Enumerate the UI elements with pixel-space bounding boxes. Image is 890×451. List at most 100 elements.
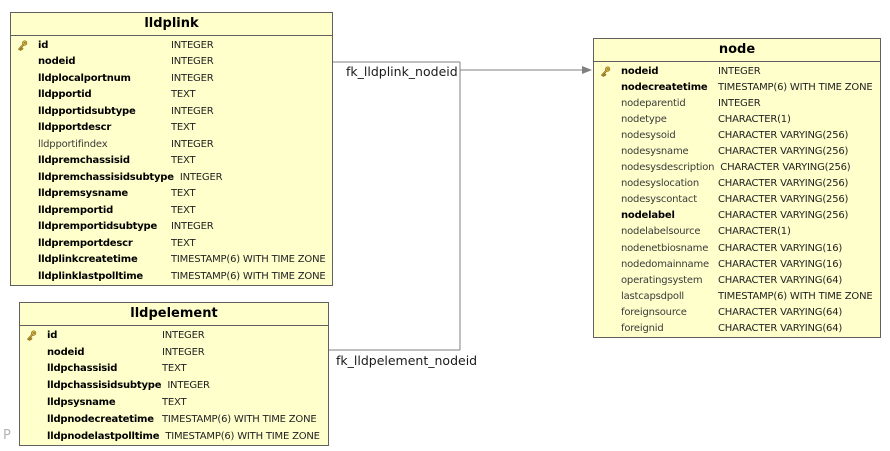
- column-type: CHARACTER VARYING(256): [720, 162, 851, 174]
- column-type: INTEGER: [171, 138, 214, 150]
- column-name: lldpremchassisid: [38, 155, 130, 167]
- column-name: lldpportid: [38, 89, 92, 101]
- column-row: lldpremchassisidsubtype INTEGER: [11, 169, 332, 186]
- column-type: INTEGER: [162, 329, 205, 341]
- column-name: lldpremsysname: [38, 188, 128, 200]
- fk-label-lldplink-nodeid: fk_lldplink_nodeid: [346, 64, 458, 79]
- column-row: foreignid CHARACTER VARYING(64): [594, 321, 880, 337]
- column-name: lldpnodelastpolltime: [47, 430, 160, 442]
- column-name: lldpportifindex: [38, 138, 108, 150]
- column-type: TIMESTAMP(6) WITH TIME ZONE: [162, 413, 317, 425]
- column-type: TIMESTAMP(6) WITH TIME ZONE: [718, 81, 873, 93]
- column-type: CHARACTER VARYING(64): [718, 323, 843, 335]
- column-type: CHARACTER VARYING(64): [718, 306, 843, 318]
- column-type: TEXT: [171, 122, 196, 134]
- column-name: operatingsystem: [621, 274, 703, 286]
- column-name: id: [47, 329, 58, 341]
- primary-key-icon: [599, 65, 621, 78]
- column-type: TEXT: [171, 155, 196, 167]
- column-type: TIMESTAMP(6) WITH TIME ZONE: [171, 254, 326, 266]
- column-type: INTEGER: [718, 97, 761, 109]
- column-name: lastcapsdpoll: [621, 290, 684, 302]
- column-type: CHARACTER(1): [718, 226, 791, 238]
- column-row: lldpremportid TEXT: [11, 202, 332, 219]
- fk-label-lldpelement-nodeid: fk_lldpelement_nodeid: [336, 353, 478, 368]
- column-name: nodesyslocation: [621, 178, 699, 190]
- column-row: lldpportifindex INTEGER: [11, 136, 332, 153]
- column-name: lldpremportid: [38, 204, 114, 216]
- column-type: CHARACTER VARYING(256): [718, 178, 849, 190]
- column-name: lldpremportdescr: [38, 237, 133, 249]
- column-type: TEXT: [171, 204, 196, 216]
- column-name: foreignsource: [621, 306, 687, 318]
- column-name: lldpportidsubtype: [38, 105, 136, 117]
- table-title: node: [594, 39, 880, 62]
- column-type: INTEGER: [179, 171, 223, 183]
- column-type: CHARACTER VARYING(64): [718, 274, 843, 286]
- table-title: lldplink: [11, 13, 332, 36]
- column-type: INTEGER: [171, 105, 214, 117]
- column-row: nodesysdescription CHARACTER VARYING(256): [594, 160, 880, 176]
- column-type: TEXT: [171, 237, 196, 249]
- column-type: TEXT: [171, 89, 196, 101]
- column-name: nodesysoid: [621, 129, 676, 141]
- column-name: lldpchassisid: [47, 363, 118, 375]
- column-name: lldpchassisidsubtype: [47, 380, 162, 392]
- column-row: lldpchassisid TEXT: [20, 361, 328, 378]
- column-name: nodeparentid: [621, 97, 686, 109]
- arrowhead-icon: [582, 66, 592, 74]
- column-name: nodecreatetime: [621, 81, 708, 93]
- column-row: lldplinklastpolltime TIMESTAMP(6) WITH TI…: [11, 268, 332, 285]
- column-name: nodelabel: [621, 210, 675, 222]
- column-row: nodecreatetime TIMESTAMP(6) WITH TIME ZON…: [594, 79, 880, 95]
- column-type: CHARACTER VARYING(256): [718, 129, 849, 141]
- column-name: nodesysdescription: [621, 162, 715, 174]
- column-type: TEXT: [162, 397, 187, 409]
- column-row: operatingsystem CHARACTER VARYING(64): [594, 272, 880, 288]
- column-row: nodesysoid CHARACTER VARYING(256): [594, 127, 880, 143]
- column-name: nodelabelsource: [621, 226, 701, 238]
- column-type: INTEGER: [171, 56, 214, 68]
- column-row: foreignsource CHARACTER VARYING(64): [594, 304, 880, 320]
- column-type: TEXT: [162, 363, 187, 375]
- column-name: nodenetbiosname: [621, 242, 709, 254]
- column-name: foreignid: [621, 323, 664, 335]
- column-type: INTEGER: [171, 221, 214, 233]
- key-glyph: [600, 66, 611, 77]
- column-type: INTEGER: [171, 72, 214, 84]
- column-type: CHARACTER VARYING(256): [718, 210, 849, 222]
- column-name: nodeid: [47, 346, 85, 358]
- column-type: TIMESTAMP(6) WITH TIME ZONE: [171, 270, 326, 282]
- column-row: lldpportidsubtype INTEGER: [11, 103, 332, 120]
- column-row: nodelabel CHARACTER VARYING(256): [594, 208, 880, 224]
- table-title: lldpelement: [20, 303, 328, 326]
- column-name: nodetype: [621, 113, 667, 125]
- column-row: lldplinkcreatetime TIMESTAMP(6) WITH TIME…: [11, 252, 332, 269]
- column-name: lldplinkcreatetime: [38, 254, 138, 266]
- column-name: lldpremchassisidsubtype: [38, 171, 174, 183]
- column-name: lldplinklastpolltime: [38, 270, 143, 282]
- column-row: id INTEGER: [20, 327, 328, 344]
